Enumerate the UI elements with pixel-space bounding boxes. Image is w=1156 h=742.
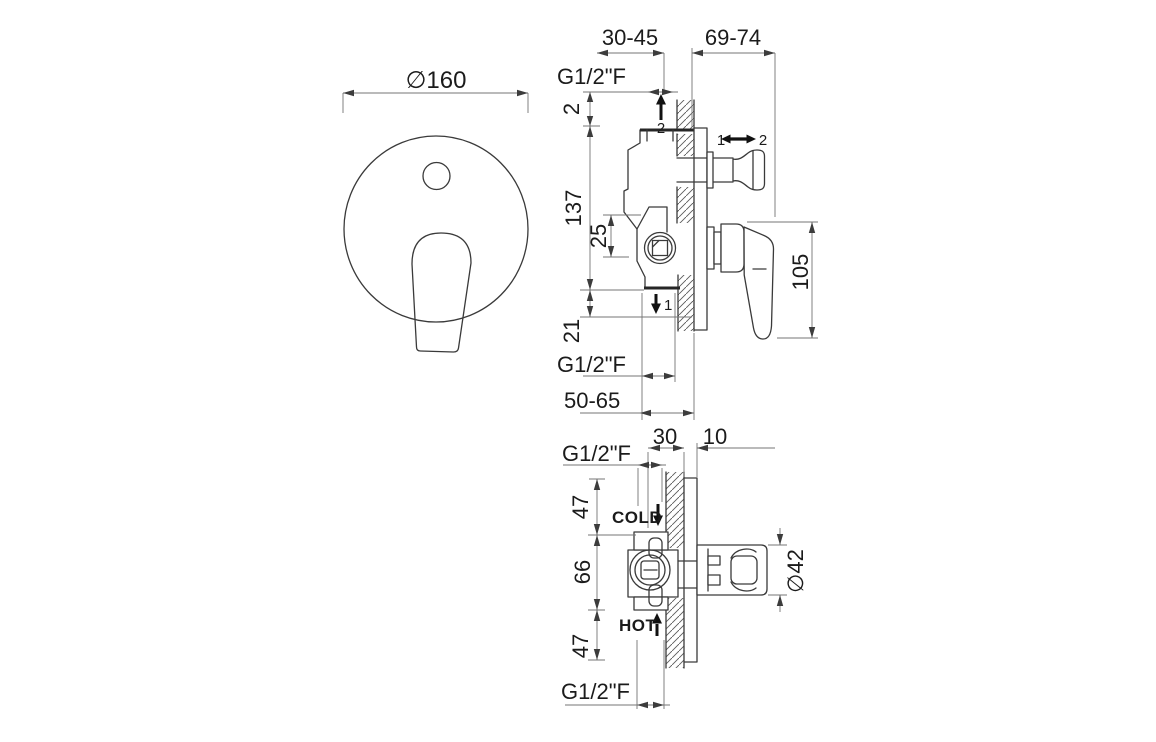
lever-handle-side [706,223,775,340]
diverter-pos-right-label: 2 [759,132,767,149]
valve-body-section [623,128,700,290]
valve-body-bottom-section [627,531,698,611]
dim-handle-diameter: ∅42 [783,549,808,593]
inlet-direction-arrow-icon [651,294,661,314]
dim-inlet-offset: 25 [586,224,611,248]
diverter-pos-left-label: 1 [717,132,725,149]
dim-bottom-gap: 21 [559,319,584,343]
bottom-view: 30 10 G1/2"F 47 COLD 66 ∅42 HOT 47 G1/2"… [561,424,808,709]
diverter-knob [676,149,766,191]
dim-plate-diameter: ∅160 [406,67,467,94]
dim-bottom-depth: 50-65 [564,388,620,413]
handle-hub-bottom [696,544,768,596]
inlet-arrow-label: 1 [664,297,672,314]
dim-handle-length: 105 [788,254,813,291]
hot-flow-arrow-icon [652,613,662,636]
thread-bottom-label: G1/2"F [557,352,626,377]
dim-body-length: 137 [561,190,586,227]
outlet-arrow-label: 2 [657,120,665,137]
bottom-dimension-lines [563,443,787,709]
thread-hot-label: G1/2"F [561,679,630,704]
dim-body-width: 66 [570,560,595,584]
trim-plate-circle [343,135,529,323]
dim-hot-offset: 47 [568,634,593,658]
side-dimension-lines [580,48,818,420]
lever-handle-front [411,232,472,353]
front-dimension-lines [342,89,529,113]
side-view: 30-45 69-74 G1/2"F 2 2 137 25 1 2 1 21 1… [557,25,818,420]
dim-handle-projection: 69-74 [705,25,761,50]
front-view: ∅160 [342,67,529,353]
escutcheon-plate-bottom [683,477,698,663]
cold-flow-arrow-icon [653,504,663,526]
thread-cold-label: G1/2"F [562,441,631,466]
dim-depth-range: 30-45 [602,25,658,50]
wall-section-hatch [676,99,695,332]
thread-top-label: G1/2"F [557,64,626,89]
wall-section-hatch-bottom [665,471,685,669]
dim-port-depth: 30 [653,424,677,449]
outlet-direction-arrow-icon [656,94,666,120]
diverter-button [422,161,451,191]
dim-cold-offset: 47 [568,495,593,519]
dim-plate-lip: 2 [559,103,584,115]
hot-label: HOT [619,616,657,635]
diverter-positions-arrow-icon [721,134,756,144]
cold-label: COLD [612,508,662,527]
dim-plate-thickness: 10 [703,424,727,449]
